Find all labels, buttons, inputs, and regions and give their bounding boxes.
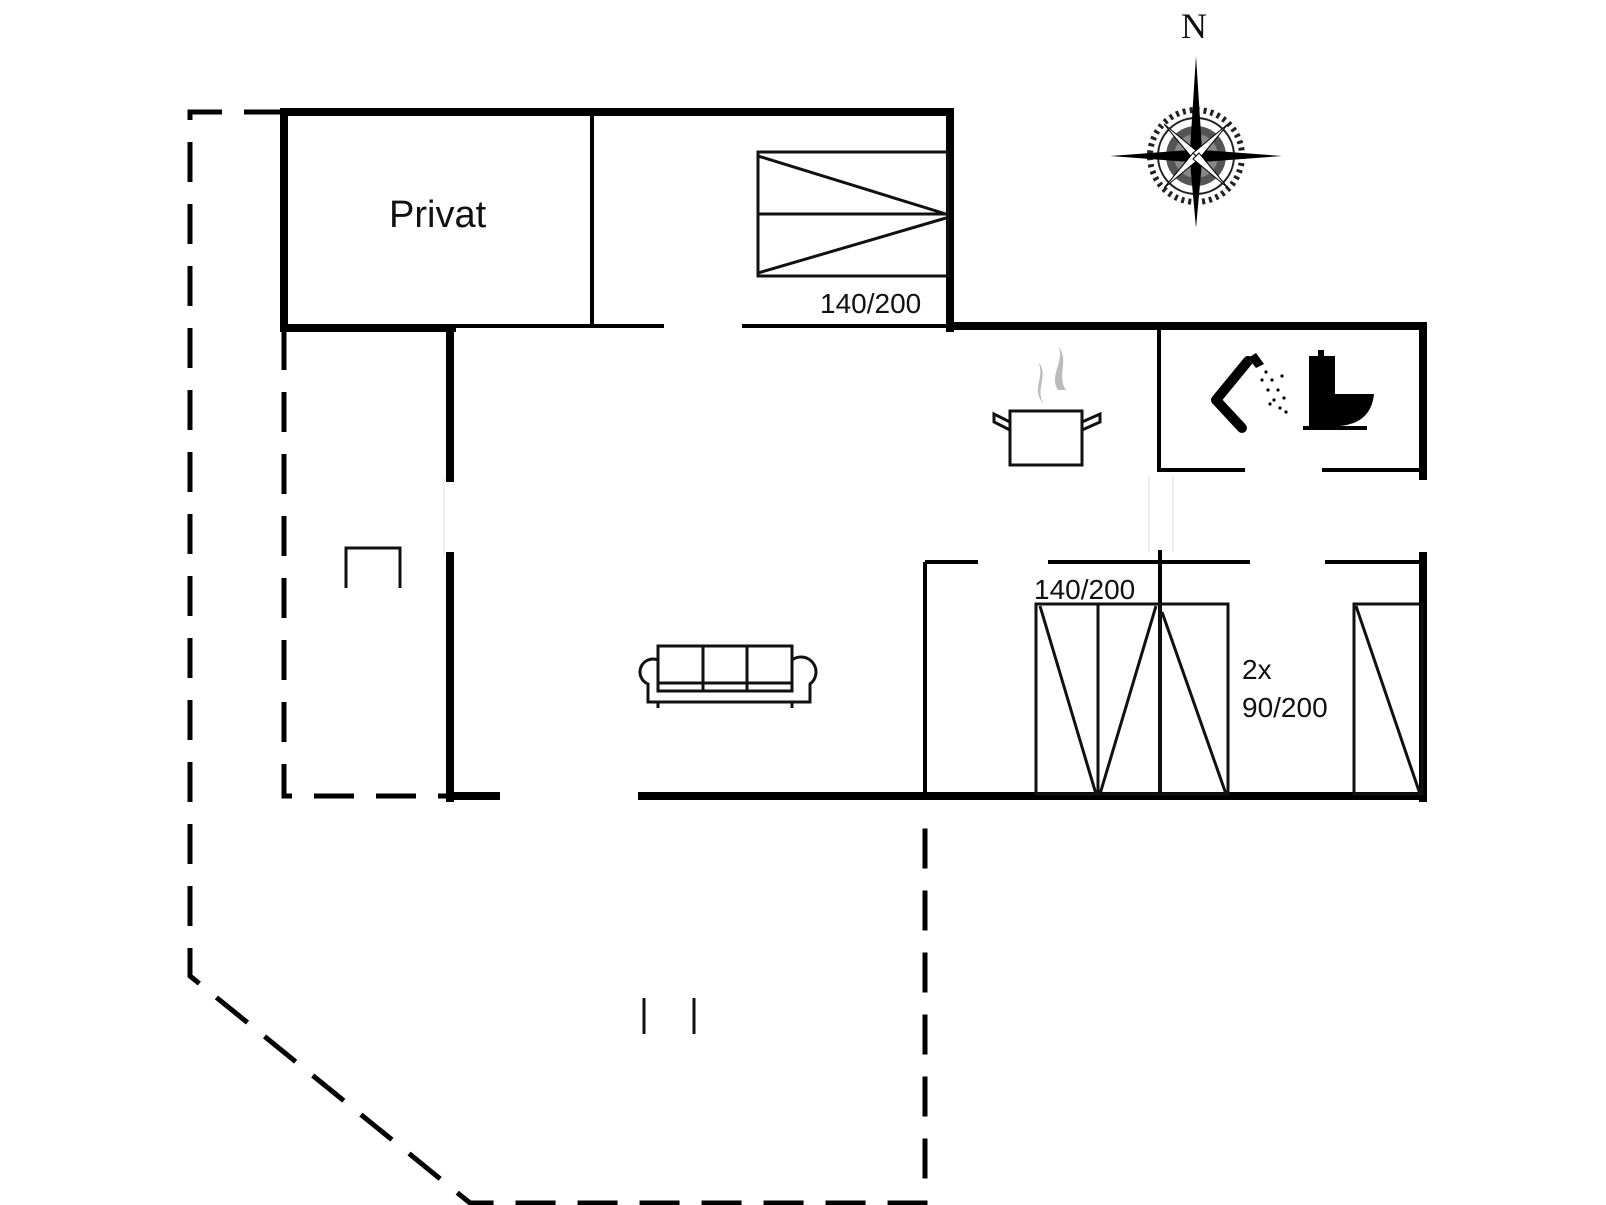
room-label-private: Privat <box>389 194 487 236</box>
shower-icon <box>1211 353 1288 433</box>
north-label: N <box>1181 6 1207 46</box>
bed-size-middle: 140/200 <box>1034 574 1136 605</box>
sofa-icon <box>638 644 818 708</box>
steps-icon <box>642 998 696 1034</box>
single-bed-2 <box>1352 602 1424 796</box>
compass-rose-icon <box>1110 56 1282 228</box>
double-bed-top <box>756 150 950 278</box>
bed-count-twin: 2x <box>1242 654 1272 685</box>
bed-size-twin: 90/200 <box>1242 692 1328 723</box>
toilet-icon <box>1303 350 1374 430</box>
terrace-outline <box>187 109 928 1205</box>
double-bed-middle <box>1034 602 1162 796</box>
cooking-pot-icon <box>992 346 1102 467</box>
bed-size-top: 140/200 <box>820 288 922 319</box>
single-bed-1 <box>1158 602 1230 796</box>
fireplace-icon <box>344 546 402 588</box>
